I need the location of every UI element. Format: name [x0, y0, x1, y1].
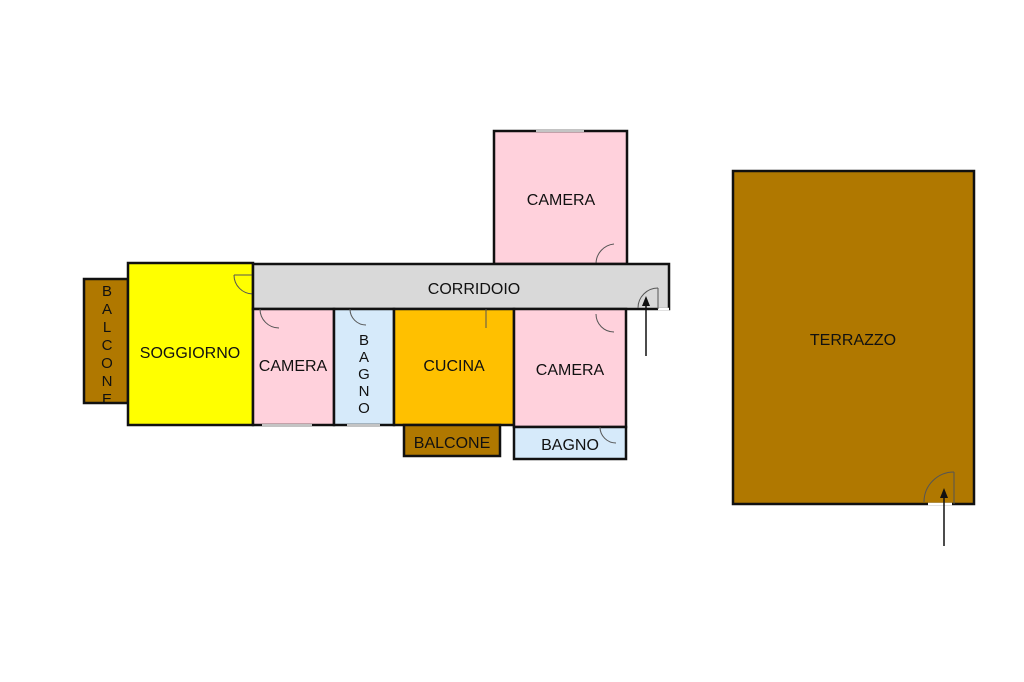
- door-terrazzo-icon: [923, 471, 955, 503]
- door-bagno-small-icon: [349, 308, 367, 326]
- soggiorno-label: SOGGIORNO: [140, 345, 240, 362]
- room-camera-top: CAMERA: [492, 129, 629, 266]
- camera-left-label: CAMERA: [259, 358, 328, 375]
- terrazzo-area: [731, 169, 976, 506]
- soggiorno-area: [126, 261, 255, 427]
- room-cucina: CUCINA: [392, 307, 516, 427]
- door-bagno-bottom-icon: [599, 426, 617, 444]
- cucina-label: CUCINA: [423, 358, 485, 375]
- camera-right-area: [512, 307, 628, 429]
- bagno-bottom-label: BAGNO: [541, 437, 599, 454]
- entrance: [637, 287, 659, 356]
- corridoio-area: [251, 262, 671, 311]
- door-camera-top-icon: [595, 243, 615, 265]
- arrow-up-icon: [642, 296, 650, 356]
- room-camera-left: CAMERA: [251, 307, 336, 427]
- room-soggiorno: SOGGIORNO: [126, 261, 255, 427]
- door-camera-right-icon: [595, 313, 615, 333]
- cucina-area: [392, 307, 516, 427]
- arrow-up-icon: [940, 488, 948, 546]
- bagno-bottom-area: [512, 425, 628, 461]
- bagno-small-area: [332, 307, 396, 427]
- door-soggiorno-icon: [233, 274, 254, 295]
- terrazzo-label: TERRAZZO: [810, 332, 896, 349]
- room-terrazzo: TERRAZZO: [731, 169, 976, 546]
- camera-right-label: CAMERA: [536, 362, 605, 379]
- balcone-left-area: [82, 277, 130, 405]
- room-camera-right: CAMERA: [512, 307, 628, 429]
- room-corridoio: CORRIDOIO: [251, 262, 671, 311]
- balcone-bottom-label: BALCONE: [414, 435, 490, 452]
- room-bagno-bottom: BAGNO: [512, 425, 628, 461]
- room-balcone-bottom: BALCONE: [402, 423, 502, 458]
- door-camera-left-icon: [259, 308, 280, 329]
- corridoio-label: CORRIDOIO: [428, 281, 520, 298]
- balcone-bottom-area: [402, 423, 502, 458]
- door-entrance-icon: [637, 287, 659, 309]
- camera-top-label: CAMERA: [527, 192, 596, 209]
